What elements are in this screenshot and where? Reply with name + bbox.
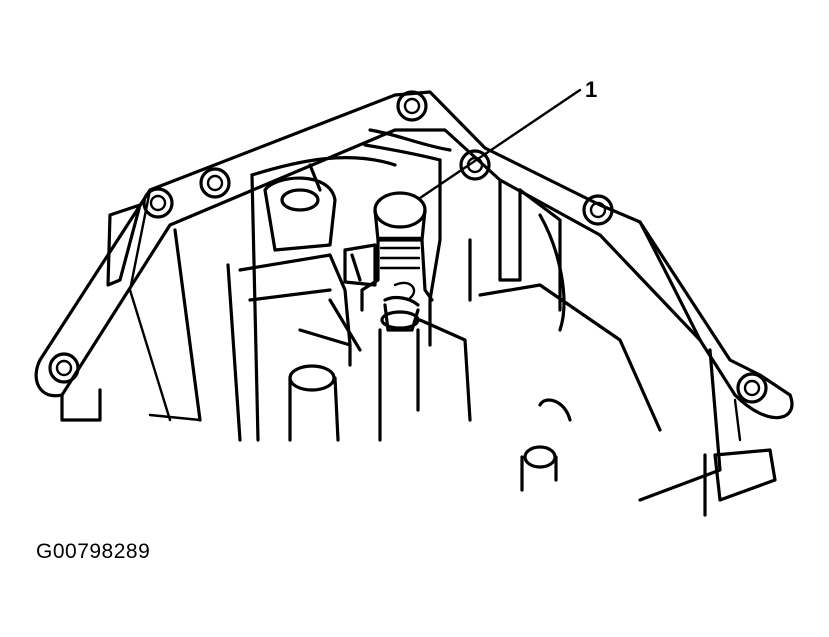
case-walls [60,128,777,517]
case-flange-outline [34,90,794,420]
bolt-hole-bosses [48,90,768,404]
callout-leader-line [418,88,582,200]
figure-id-label: G00798289 [36,540,151,563]
valve-component [343,191,434,442]
case-interior [238,176,572,492]
callout-number: 1 [585,77,597,102]
